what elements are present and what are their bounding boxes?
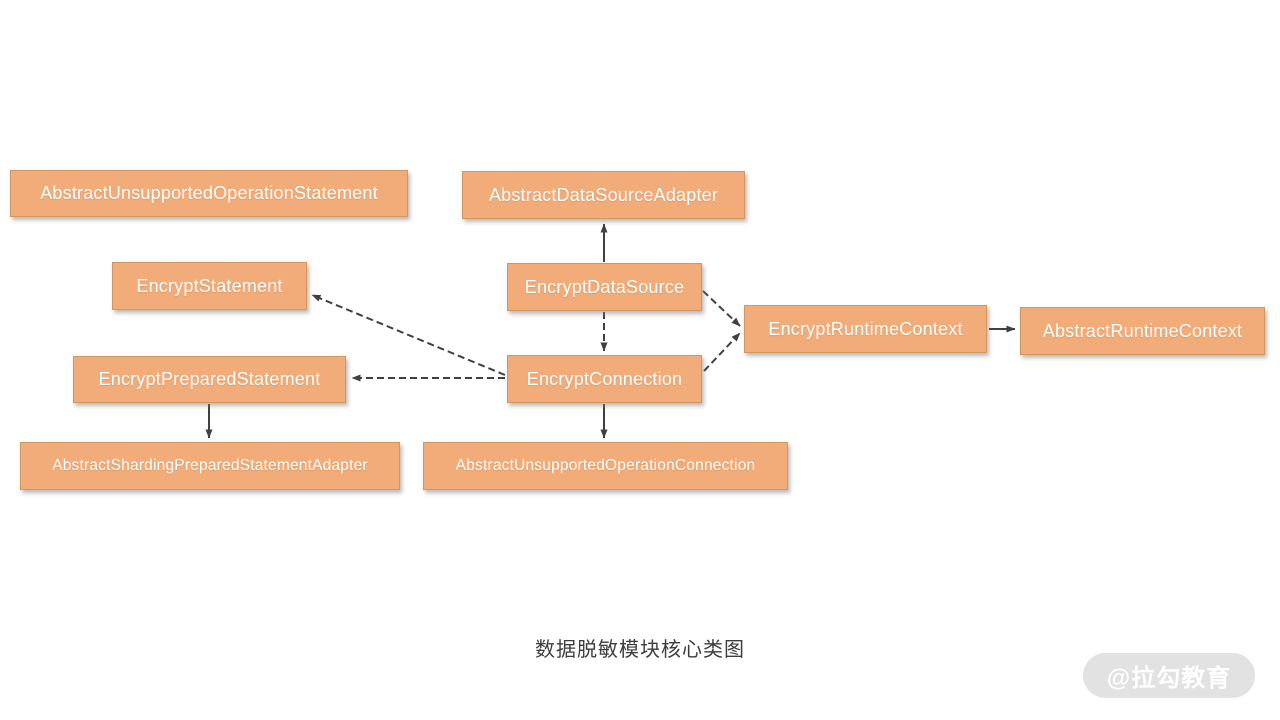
class-node-abstract-unsupported-operation-statement: AbstractUnsupportedOperationStatement — [10, 170, 408, 217]
class-node-encrypt-statement: EncryptStatement — [112, 262, 307, 310]
class-node-encrypt-connection: EncryptConnection — [507, 355, 702, 403]
diagram-caption: 数据脱敏模块核心类图 — [535, 639, 745, 661]
class-node-abstract-sharding-prepared-statement-adapter: AbstractShardingPreparedStatementAdapter — [20, 442, 400, 490]
watermark-badge: @拉勾教育 — [1083, 653, 1255, 698]
edge-EncryptDataSource-to-EncryptRuntimeContext — [702, 290, 741, 327]
class-node-abstract-data-source-adapter: AbstractDataSourceAdapter — [462, 171, 745, 219]
edge-EncryptConnection-to-EncryptRuntimeContext — [703, 332, 741, 372]
class-node-abstract-runtime-context: AbstractRuntimeContext — [1020, 307, 1265, 355]
class-node-abstract-unsupported-operation-connection: AbstractUnsupportedOperationConnection — [423, 442, 788, 490]
watermark-label: @拉勾教育 — [1106, 665, 1232, 692]
class-node-encrypt-prepared-statement: EncryptPreparedStatement — [73, 356, 346, 403]
class-node-encrypt-data-source: EncryptDataSource — [507, 263, 702, 311]
class-node-encrypt-runtime-context: EncryptRuntimeContext — [744, 305, 987, 353]
